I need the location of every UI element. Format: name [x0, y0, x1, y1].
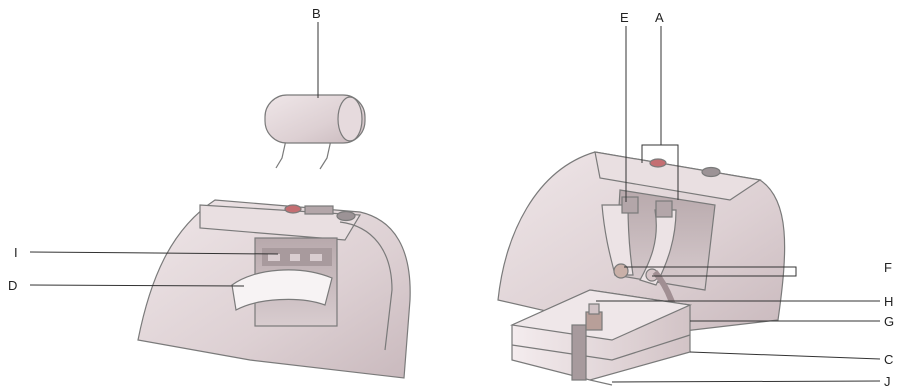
callout-g: G	[884, 314, 894, 329]
headrest	[265, 95, 365, 169]
callout-b: B	[312, 6, 321, 21]
callout-e: E	[620, 10, 629, 25]
armrest-right	[498, 152, 785, 385]
callout-d: D	[8, 278, 17, 293]
callout-a: A	[655, 10, 664, 25]
callout-i: I	[14, 245, 18, 260]
callout-j: J	[884, 374, 891, 389]
callout-h: H	[884, 294, 893, 309]
callout-f: F	[884, 260, 892, 275]
callout-c: C	[884, 352, 893, 367]
armrest-left	[138, 200, 410, 378]
